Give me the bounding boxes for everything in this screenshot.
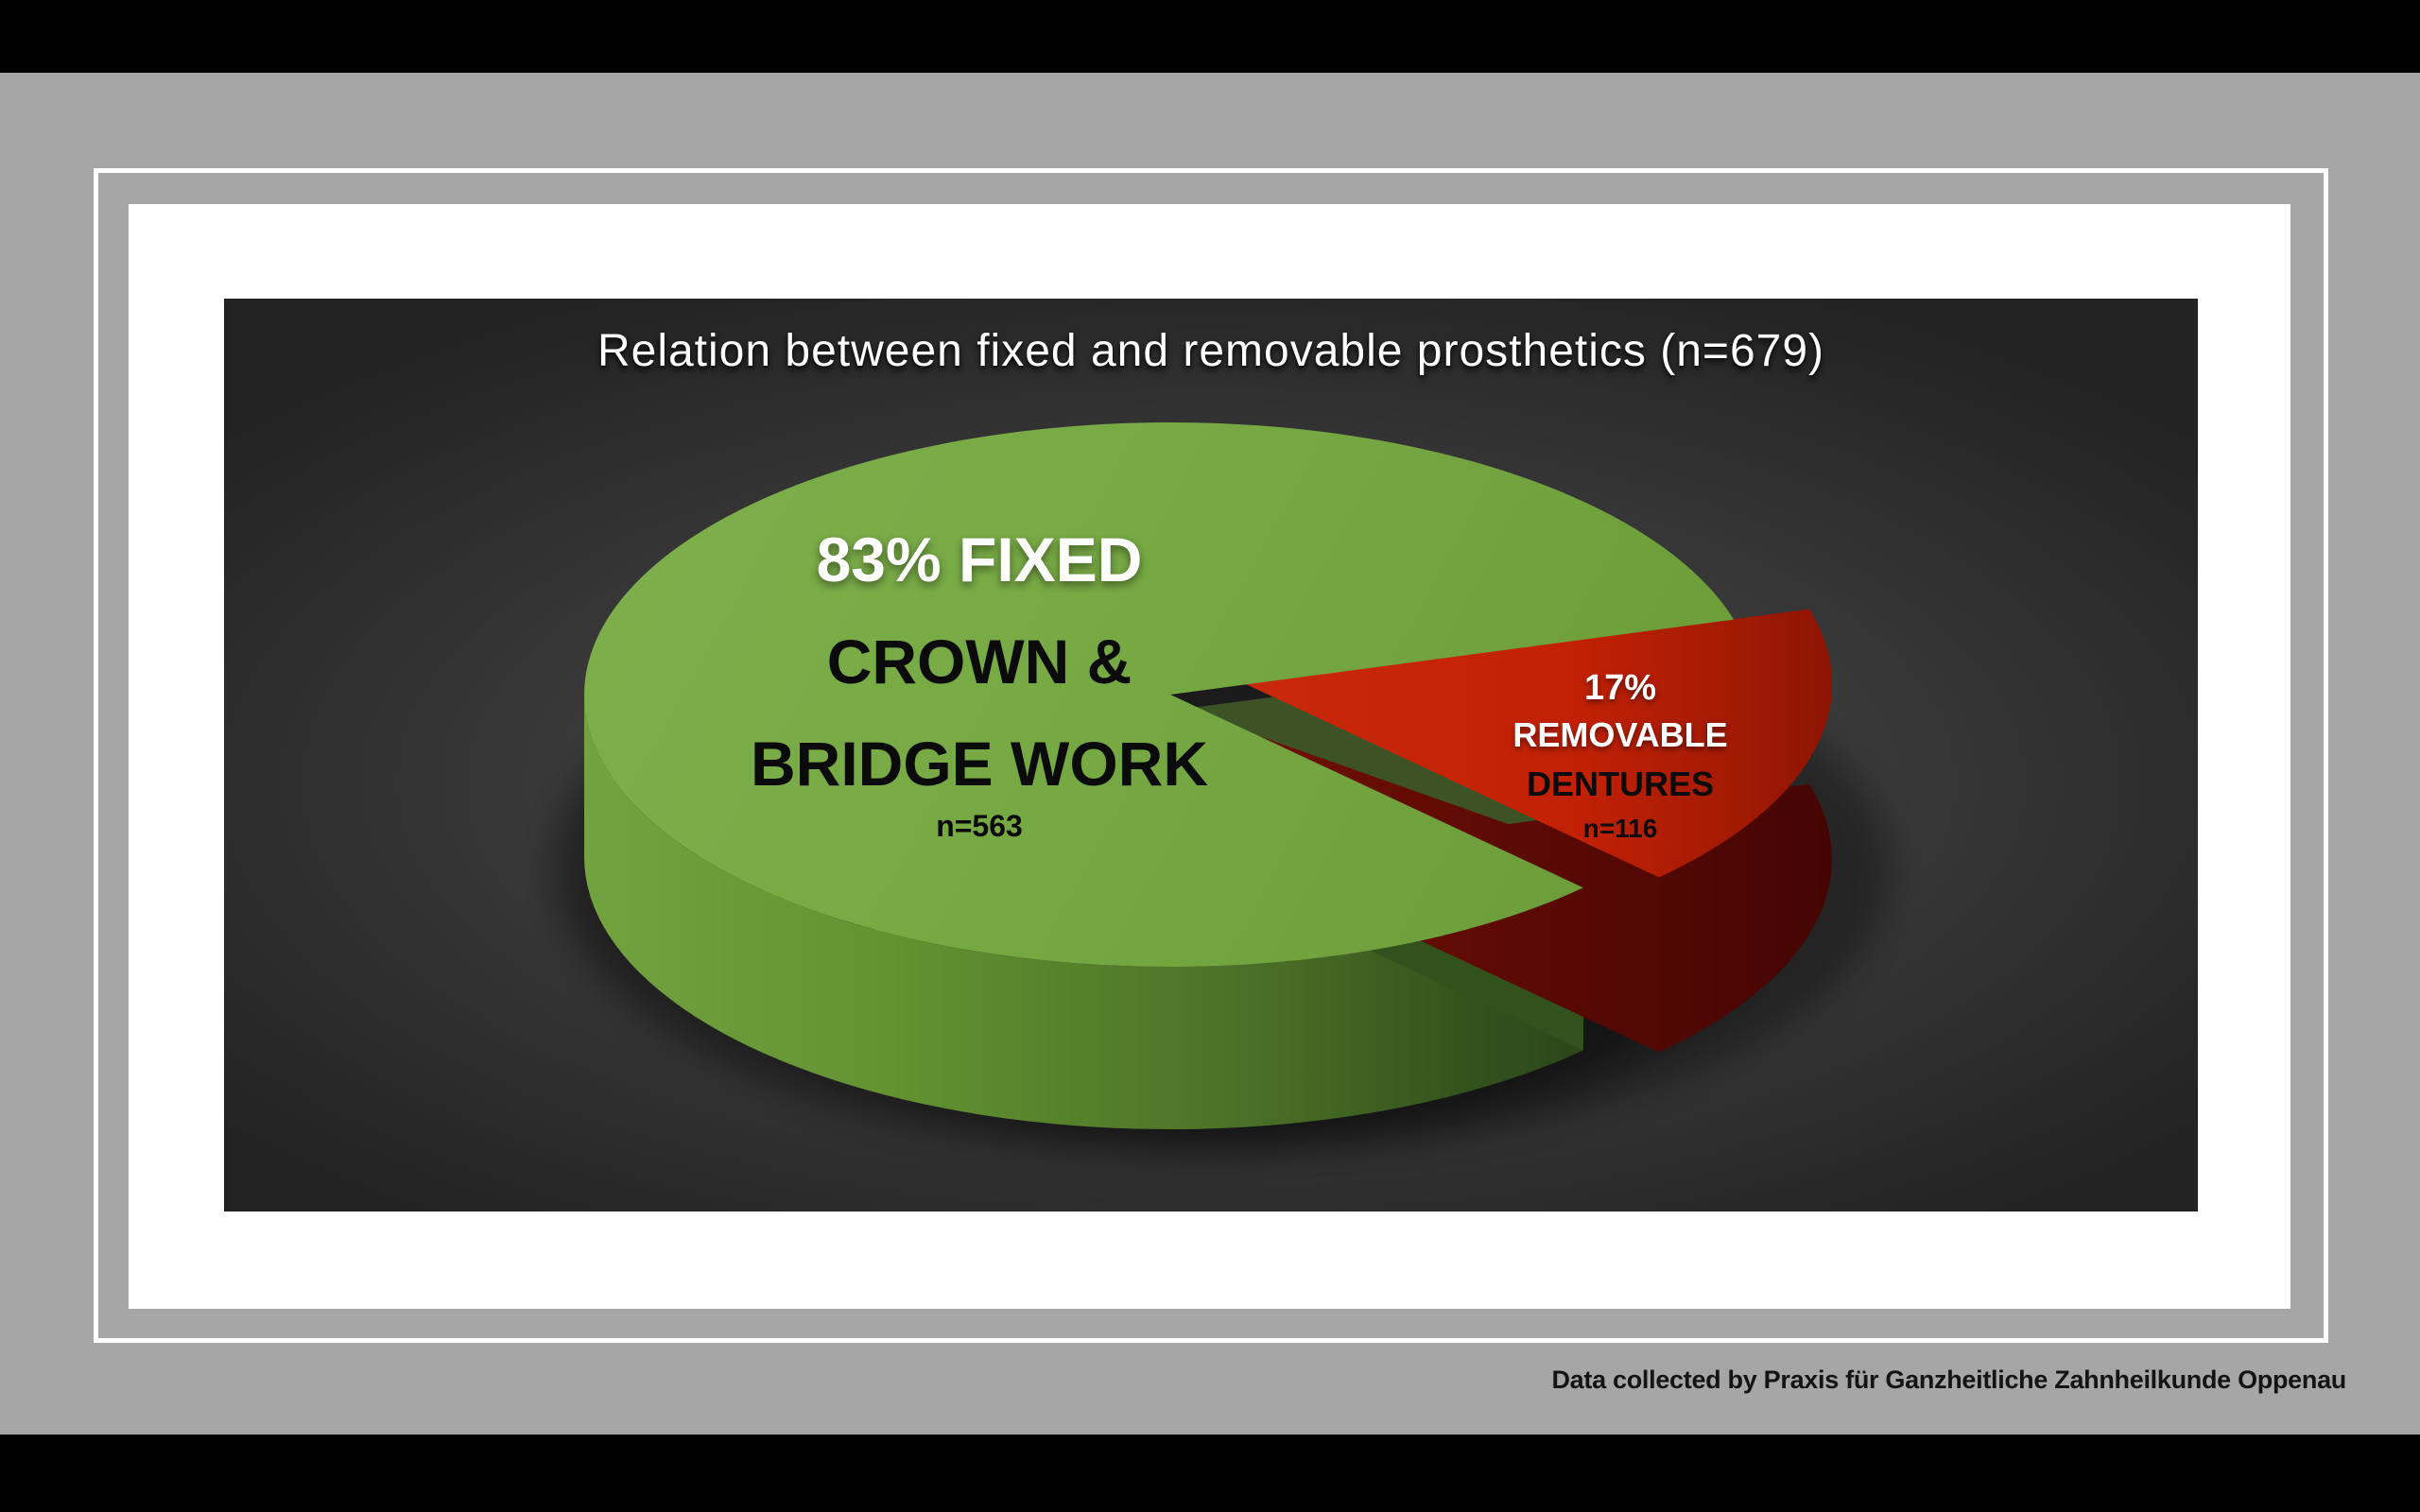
letterbox-top-bar: [0, 0, 2420, 73]
red-slice-count-label: n=116: [1582, 814, 1658, 843]
green-slice-name-line1: CROWN &: [826, 627, 1132, 696]
green-slice-rim: [584, 695, 1583, 1130]
chart-title: Relation between fixed and removable pro…: [596, 326, 1825, 376]
pie-chart: [556, 422, 1890, 1150]
green-slice-top: [584, 422, 1734, 968]
slide-outer-frame: [94, 168, 2328, 1343]
letterbox-bottom-bar: [0, 1435, 2420, 1512]
red-slice-percent-label: 17%: [1583, 668, 1657, 708]
red-slice-top: [1246, 609, 1833, 878]
data-attribution-text: Data collected by Praxis für Ganzheitlic…: [1551, 1366, 2346, 1394]
green-slice-percent-label: 83% FIXED: [816, 524, 1143, 594]
slide-content-panel: Relation between fixed and removable pro…: [129, 204, 2290, 1309]
red-slice-name-line1: REMOVABLE: [1512, 715, 1728, 754]
green-slice-count-label: n=563: [936, 809, 1023, 843]
chart-panel: Relation between fixed and removable pro…: [224, 299, 2198, 1211]
green-slice-name-line2: BRIDGE WORK: [751, 729, 1208, 799]
red-slice-name-line2: DENTURES: [1526, 765, 1715, 803]
